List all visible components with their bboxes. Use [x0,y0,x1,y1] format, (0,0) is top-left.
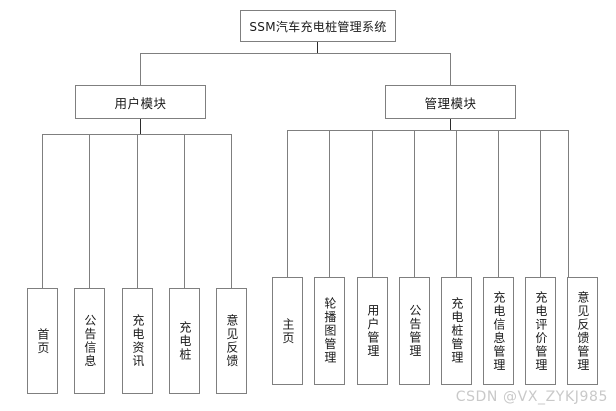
node-leaf-user-4-label: 充电桩 [177,320,192,362]
node-root-label: SSM汽车充电桩管理系统 [249,19,387,34]
connector-top-drop-admin [450,53,451,85]
connector-top-drop-user [140,53,141,85]
node-leaf-admin-2[interactable]: 轮播图管理 [314,277,345,385]
connector-user-drop-1 [42,134,43,288]
connector-admin-bus [287,130,568,131]
connector-user-drop-2 [89,134,90,288]
node-leaf-user-3[interactable]: 充电资讯 [122,288,153,394]
connector-admin-drop-2 [329,130,330,277]
connector-admin-drop-8 [568,130,569,277]
node-leaf-user-1[interactable]: 首页 [27,288,58,394]
connector-admin-drop-5 [456,130,457,277]
node-module-user-label: 用户模块 [114,95,167,111]
node-leaf-admin-3-label: 用户管理 [365,304,380,358]
connector-admin-drop-4 [414,130,415,277]
connector-top-bus [140,53,451,54]
connector-user-drop-4 [184,134,185,288]
node-leaf-user-1-label: 首页 [35,327,50,355]
node-module-admin[interactable]: 管理模块 [385,85,516,119]
connector-user-stem [140,119,141,135]
connector-user-drop-5 [231,134,232,288]
node-leaf-user-5[interactable]: 意见反馈 [216,288,247,394]
watermark: CSDN @VX_ZYKJ985 [455,389,608,405]
node-leaf-admin-2-label: 轮播图管理 [322,297,337,365]
connector-root-stem [317,42,318,54]
node-leaf-admin-3[interactable]: 用户管理 [357,277,388,385]
node-module-user[interactable]: 用户模块 [75,85,206,119]
node-leaf-admin-5[interactable]: 充电桩管理 [441,277,472,385]
node-leaf-admin-7-label: 充电评价管理 [533,290,548,372]
node-root-system[interactable]: SSM汽车充电桩管理系统 [240,10,396,42]
connector-admin-stem [450,119,451,131]
node-leaf-admin-4[interactable]: 公告管理 [399,277,430,385]
node-leaf-user-2-label: 公告信息 [82,314,97,368]
node-leaf-admin-5-label: 充电桩管理 [449,297,464,365]
connector-admin-drop-1 [287,130,288,277]
node-leaf-admin-8-label: 意见反馈管理 [575,290,590,372]
node-leaf-admin-6[interactable]: 充电信息管理 [483,277,514,385]
node-leaf-user-4[interactable]: 充电桩 [169,288,200,394]
node-leaf-admin-1-label: 主页 [280,317,295,345]
connector-user-drop-3 [137,134,138,288]
node-leaf-admin-4-label: 公告管理 [407,304,422,358]
node-leaf-admin-7[interactable]: 充电评价管理 [525,277,556,385]
node-leaf-user-2[interactable]: 公告信息 [74,288,105,394]
node-leaf-admin-1[interactable]: 主页 [272,277,303,385]
connector-admin-drop-3 [372,130,373,277]
connector-admin-drop-6 [498,130,499,277]
connector-admin-drop-7 [540,130,541,277]
node-module-admin-label: 管理模块 [424,95,477,111]
node-leaf-user-5-label: 意见反馈 [224,314,239,368]
node-leaf-admin-8[interactable]: 意见反馈管理 [567,277,598,385]
node-leaf-user-3-label: 充电资讯 [130,314,145,368]
node-leaf-admin-6-label: 充电信息管理 [491,290,506,372]
